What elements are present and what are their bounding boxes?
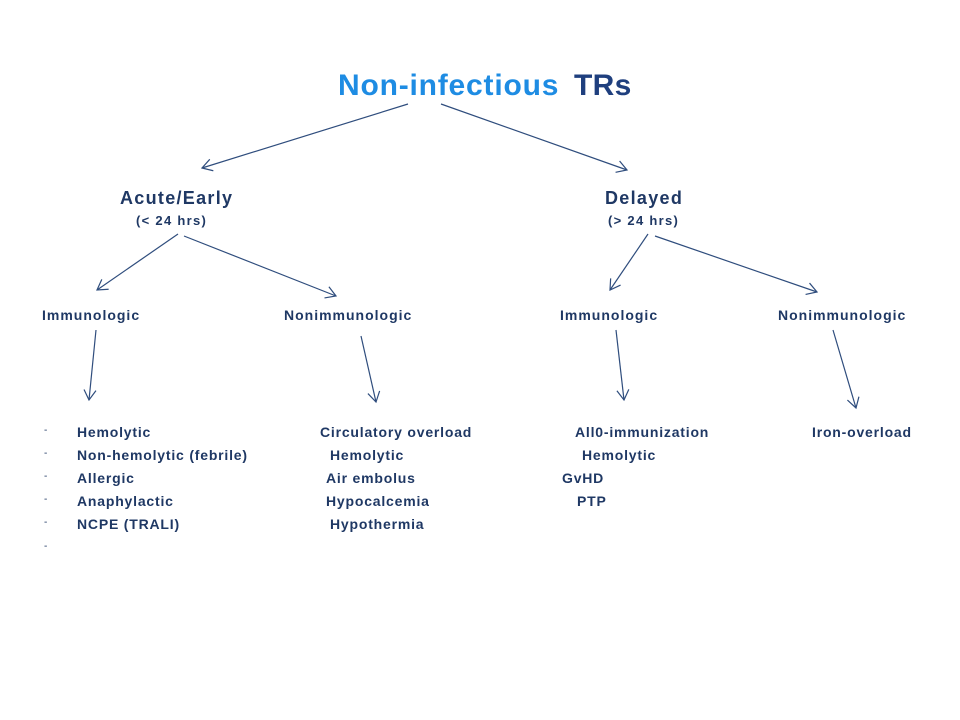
- list-item: NCPE (TRALI): [44, 517, 180, 531]
- list-item: Hypothermia: [330, 516, 425, 532]
- list-item: Iron-overload: [812, 424, 912, 440]
- edge-acute-immunologic-to-list: [83, 329, 97, 402]
- category-label-nonimmunologic: Nonimmunologic: [778, 307, 907, 323]
- category-label-nonimmunologic: Nonimmunologic: [284, 307, 413, 323]
- branch-timeframe: (> 24 hrs): [608, 213, 680, 228]
- edge-title-to-acute: [200, 103, 409, 172]
- list-item: PTP: [577, 493, 607, 509]
- list-item: Anaphylactic: [44, 494, 174, 508]
- edge-delayed-nonimmunologic-to-list: [832, 329, 860, 410]
- list-item: Air embolus: [326, 470, 416, 486]
- edge-delayed-to-nonimmunologic: [654, 235, 819, 295]
- title-accent: Non-infectious: [338, 69, 560, 102]
- edge-delayed-to-immunologic: [609, 233, 649, 291]
- list-item: Hypocalcemia: [326, 493, 430, 509]
- edge-title-to-delayed: [440, 103, 629, 173]
- edge-delayed-immunologic-to-list: [615, 329, 630, 402]
- list-item: Circulatory overload: [320, 424, 473, 440]
- list-item: Allergic: [44, 471, 135, 485]
- title-rest: TRs: [574, 69, 632, 102]
- list-item: GvHD: [562, 470, 605, 486]
- list-item: Hemolytic: [582, 447, 657, 463]
- branch-label: Delayed: [605, 188, 684, 208]
- edge-acute-to-nonimmunologic: [183, 235, 338, 299]
- category-label-immunologic: Immunologic: [560, 307, 659, 323]
- edge-acute-nonimmunologic-to-list: [360, 335, 381, 404]
- list-item: Hemolytic: [330, 447, 405, 463]
- list-item: Non-hemolytic (febrile): [44, 448, 248, 462]
- edge-acute-to-immunologic: [96, 233, 179, 291]
- list-item: All0-immunization: [575, 424, 710, 440]
- list-item: Hemolytic: [44, 425, 151, 439]
- category-label-immunologic: Immunologic: [42, 307, 141, 323]
- branch-label: Acute/Early: [120, 188, 234, 208]
- branch-timeframe: (< 24 hrs): [136, 213, 208, 228]
